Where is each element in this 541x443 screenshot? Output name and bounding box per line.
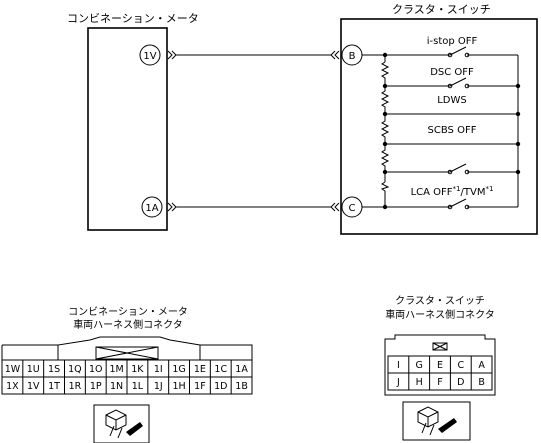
meter-connector-pin: 1I	[154, 364, 163, 375]
meter-connector-title-1: コンビネーション・メータ	[68, 306, 188, 318]
cluster-connector-pin: H	[416, 377, 423, 388]
pin-label-1a: 1A	[145, 203, 158, 214]
meter-connector-pin: 1V	[27, 381, 40, 392]
cluster-connector-pin: A	[478, 360, 485, 371]
meter-connector-pin: 1X	[6, 381, 19, 392]
meter-connector-pin: 1N	[110, 381, 123, 392]
meter-connector-pin: 1B	[235, 381, 248, 392]
cluster-connector: I G E C A J H F D B	[384, 334, 496, 396]
meter-connector-title-2: 車両ハーネス側コネクタ	[73, 318, 183, 331]
switch-label-ldws: LDWS	[437, 95, 467, 106]
switch-label-lca: LCA OFF*1/TVM*1	[411, 185, 494, 198]
meter-pin-1v: 1V	[139, 44, 161, 66]
meter-box	[87, 27, 168, 231]
switch-label-scbs: SCBS OFF	[428, 125, 477, 136]
cluster-connector-pin: F	[437, 377, 442, 388]
cluster-connector-pin: G	[416, 360, 423, 371]
switch-label-istop: i-stop OFF	[427, 36, 478, 47]
meter-connector-view-icon	[93, 404, 150, 443]
meter-connector-pin: 1D	[214, 381, 227, 392]
meter-title: コンビネーション・メータ	[67, 12, 199, 25]
cluster-connector-pin: I	[397, 360, 400, 371]
meter-connector-pin: 1U	[27, 364, 40, 375]
meter-connector-pin: 1M	[109, 364, 123, 375]
meter-connector-pin: 1Q	[68, 364, 82, 375]
cluster-connector-pin: D	[457, 377, 464, 388]
meter-connector-pin: 1F	[194, 381, 206, 392]
pin-label-c: C	[349, 203, 356, 214]
meter-connector-pin: 1G	[172, 364, 185, 375]
meter-connector-pin: 1L	[132, 381, 144, 392]
meter-pin-1a: 1A	[141, 196, 163, 218]
cluster-box	[340, 18, 538, 235]
cluster-pin-b: B	[341, 44, 363, 66]
cluster-connector-pin: J	[396, 377, 400, 388]
meter-connector: 1W 1U 1S 1Q 1O 1M 1K 1I 1G 1E 1C 1A 1X 1V 1T 1R 1P 1N 1L 1J…	[1, 336, 253, 395]
pin-label-1v: 1V	[143, 51, 156, 62]
meter-connector-pin: 1O	[89, 364, 103, 375]
cluster-connector-title-1: クラスタ・スイッチ	[395, 295, 485, 307]
meter-connector-pin: 1W	[5, 364, 21, 375]
cluster-connector-view-icon	[402, 401, 471, 441]
cluster-connector-title-2: 車両ハーネス側コネクタ	[385, 308, 495, 321]
meter-connector-pin: 1C	[214, 364, 227, 375]
switch-label-dsc: DSC OFF	[430, 67, 474, 78]
meter-connector-pin: 1J	[154, 381, 163, 392]
cluster-chevrons	[330, 50, 340, 212]
meter-connector-pin: 1H	[172, 381, 185, 392]
meter-connector-pin: 1P	[90, 381, 102, 392]
cluster-internal-wiring	[362, 46, 521, 210]
meter-chevrons	[167, 50, 177, 212]
pin-label-b: B	[349, 51, 356, 62]
cluster-title: クラスタ・スイッチ	[392, 3, 491, 16]
meter-connector-pin: 1T	[48, 381, 60, 392]
meter-connector-pin: 1E	[194, 364, 206, 375]
meter-connector-pin: 1S	[48, 364, 60, 375]
meter-connector-pin: 1A	[235, 364, 248, 375]
meter-connector-pin: 1R	[69, 381, 82, 392]
cluster-connector-pin: C	[457, 360, 464, 371]
meter-connector-pin: 1K	[131, 364, 144, 375]
cluster-connector-pin: B	[478, 377, 485, 388]
cluster-connector-pin: E	[437, 360, 443, 371]
cluster-pin-c: C	[341, 196, 363, 218]
